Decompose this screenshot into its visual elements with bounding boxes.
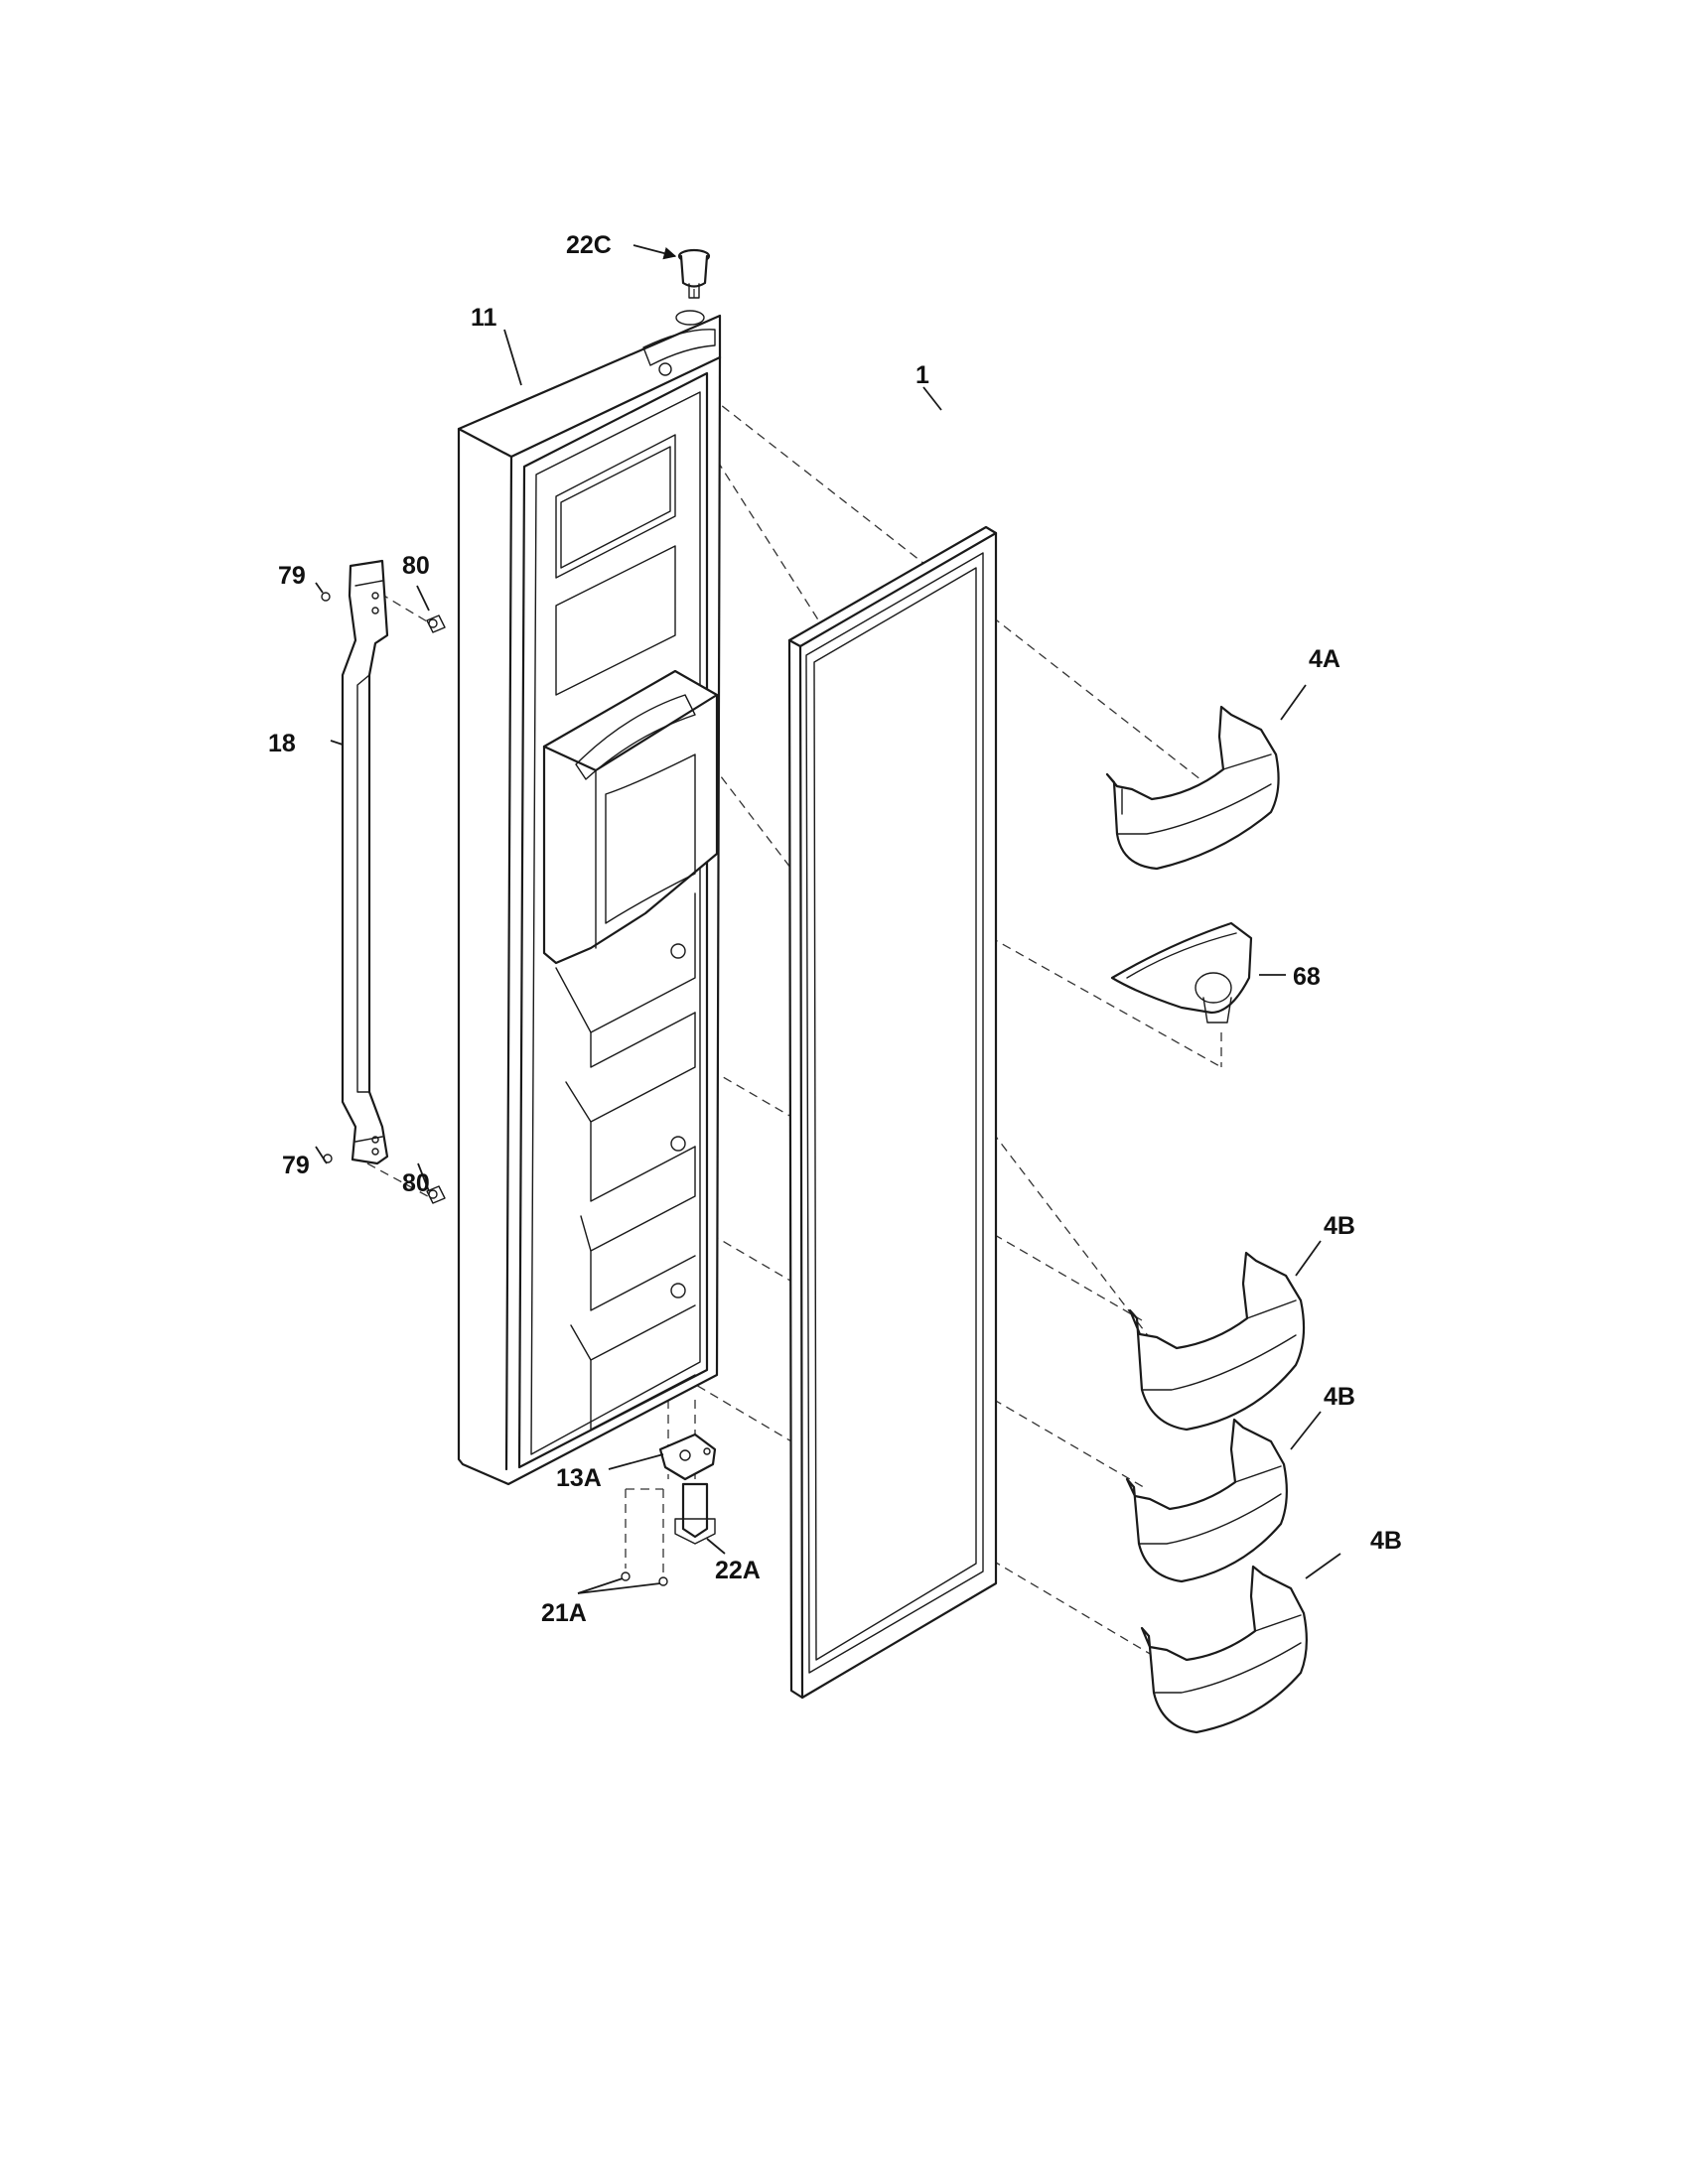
stud-part-80-top [426, 614, 446, 633]
callout-labels: 22C 11 1 79 80 18 4A 68 79 80 4B 4B 4B 1… [268, 231, 1402, 1627]
door-bin-part-4B-2 [1125, 1418, 1288, 1583]
callout-4B-2: 4B [1324, 1383, 1355, 1411]
handle-part-18 [341, 559, 389, 1165]
callout-80-bottom: 80 [402, 1169, 430, 1197]
leader-lines [315, 244, 1341, 1594]
callout-18: 18 [268, 730, 296, 757]
door-bin-part-4B-1 [1128, 1251, 1306, 1432]
hinge-bushing-part-22C [677, 248, 711, 299]
callout-13A: 13A [556, 1464, 602, 1492]
screw-part-21A [621, 1571, 668, 1586]
callout-79-top: 79 [278, 562, 306, 590]
callout-22A: 22A [715, 1557, 761, 1584]
callout-4B-3: 4B [1370, 1527, 1402, 1555]
callout-4B-1: 4B [1324, 1212, 1355, 1240]
callout-1: 1 [915, 361, 929, 389]
door-gasket-part-1 [787, 525, 998, 1700]
hinge-pin-part-22A [674, 1482, 716, 1545]
funnel-part-68 [1110, 921, 1253, 1024]
hinge-plate-part-13A [658, 1433, 717, 1481]
callout-68: 68 [1293, 963, 1321, 991]
callout-22C: 22C [566, 231, 612, 259]
door-bin-part-4B-3 [1140, 1565, 1308, 1734]
door-bin-part-4A [1105, 705, 1280, 871]
callout-80-top: 80 [402, 552, 430, 580]
callout-4A: 4A [1309, 645, 1340, 673]
door-body-part-11 [457, 310, 722, 1486]
stud-part-80-bottom [426, 1185, 446, 1204]
callout-11: 11 [471, 304, 497, 332]
callout-79-bottom: 79 [282, 1152, 310, 1179]
callout-21A: 21A [541, 1599, 587, 1627]
screw-part-79-top [321, 592, 331, 602]
